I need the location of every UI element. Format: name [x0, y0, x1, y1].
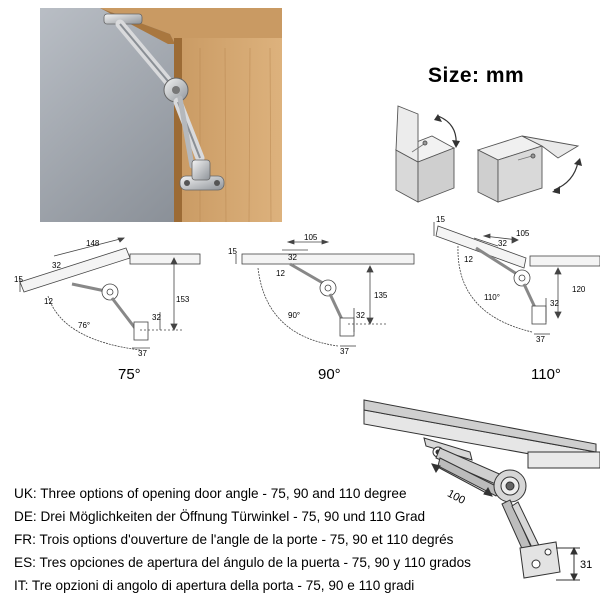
dim-153: 153 — [176, 295, 190, 304]
angle-caption-75: 75° — [118, 366, 141, 383]
lang-code: ES: — [14, 555, 36, 570]
lang-line-fr: FR: Trois options d'ouverture de l'angle… — [14, 528, 484, 551]
dim-15: 15 — [14, 275, 23, 284]
dim-37: 37 — [536, 335, 545, 344]
dim-135: 135 — [374, 291, 388, 300]
dim-32b: 32 — [356, 311, 365, 320]
lang-code: FR: — [14, 532, 36, 547]
dim-angle: 90° — [288, 311, 300, 320]
language-descriptions: UK: Three options of opening door angle … — [14, 482, 484, 597]
lang-line-de: DE: Drei Möglichkeiten der Öffnung Türwi… — [14, 505, 484, 528]
product-photo — [40, 8, 282, 222]
dim-15: 15 — [436, 215, 445, 224]
angle-caption-110: 110° — [531, 366, 561, 383]
lang-line-es: ES: Tres opciones de apertura del ángulo… — [14, 551, 484, 574]
dim-32: 32 — [288, 253, 297, 262]
lang-code: DE: — [14, 509, 37, 524]
dim-12: 12 — [464, 255, 473, 264]
dim-32: 32 — [52, 261, 61, 270]
dim-37: 37 — [138, 349, 147, 358]
dim-105: 105 — [304, 233, 318, 242]
diagram-90: 15 105 32 12 135 90° 32 37 — [228, 232, 415, 362]
lang-line-uk: UK: Three options of opening door angle … — [14, 482, 484, 505]
lang-text: Drei Möglichkeiten der Öffnung Türwinkel… — [40, 509, 426, 524]
dim-32b: 32 — [550, 299, 559, 308]
dim-32: 32 — [498, 239, 507, 248]
dim-angle: 76° — [78, 321, 90, 330]
dim-37: 37 — [340, 347, 349, 356]
dim-31: 31 — [580, 559, 592, 571]
hinge-detail-diagram: 100 31 — [360, 392, 600, 600]
lang-text: Tres opciones de apertura del ángulo de … — [39, 555, 471, 570]
dim-angle: 110° — [484, 293, 500, 302]
lang-code: UK: — [14, 486, 37, 501]
lang-line-it: IT: Tre opzioni di angolo di apertura de… — [14, 574, 484, 597]
cabinet-open-illustration — [394, 105, 456, 203]
dim-32b: 32 — [152, 313, 161, 322]
diagram-75: 148 15 32 12 153 32 76° 37 — [14, 232, 201, 362]
lang-text: Tre opzioni di angolo di apertura della … — [31, 578, 415, 593]
dim-105: 105 — [516, 229, 530, 238]
dim-148: 148 — [86, 239, 100, 248]
dim-12: 12 — [44, 297, 53, 306]
size-title: Size: mm — [428, 64, 525, 87]
dim-15: 15 — [228, 247, 237, 256]
diagram-110: 15 32 105 12 120 110° 32 37 — [428, 214, 600, 344]
angle-caption-90: 90° — [318, 366, 341, 383]
lang-code: IT: — [14, 578, 29, 593]
dim-120: 120 — [572, 285, 586, 294]
cabinet-illustrations — [382, 100, 582, 210]
dim-12: 12 — [276, 269, 285, 278]
lang-text: Three options of opening door angle - 75… — [40, 486, 407, 501]
lang-text: Trois options d'ouverture de l'angle de … — [39, 532, 454, 547]
